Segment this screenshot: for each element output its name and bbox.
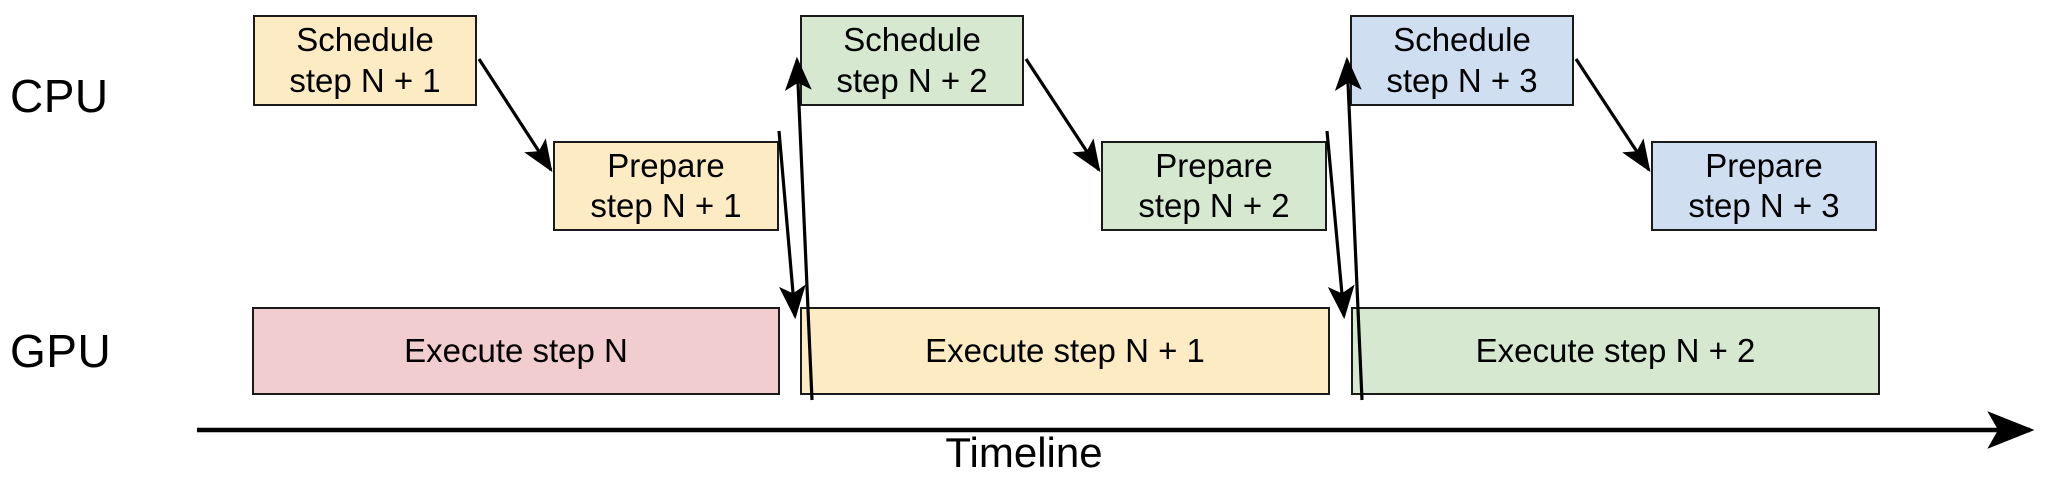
- cpu-task-prepare-n2[interactable]: Prepare step N + 2: [1101, 141, 1327, 231]
- cpu-task-schedule-n3[interactable]: Schedule step N + 3: [1350, 15, 1574, 106]
- cpu-task-schedule-n1[interactable]: Schedule step N + 1: [253, 15, 477, 106]
- connector-prepare-n2-to-execute-n2: [1325, 130, 1355, 320]
- timeline-text: Timeline: [945, 429, 1103, 476]
- task-line-1: Prepare: [1705, 146, 1823, 184]
- bar-label: Execute step N + 1: [925, 332, 1205, 369]
- connector-schedule-n2-to-prepare-n2: [1024, 58, 1101, 173]
- task-line-1: Prepare: [607, 146, 725, 184]
- gpu-row-label: GPU: [10, 325, 112, 377]
- task-line-2: step N + 1: [590, 187, 742, 224]
- gpu-task-execute-n[interactable]: Execute step N: [252, 307, 780, 395]
- task-line-2: step N + 1: [289, 61, 441, 99]
- cpu-row-label: CPU: [10, 70, 109, 122]
- bar-label: Execute step N: [404, 332, 628, 369]
- cpu-task-prepare-n1[interactable]: Prepare step N + 1: [553, 141, 779, 231]
- cpu-task-prepare-n3[interactable]: Prepare step N + 3: [1651, 141, 1877, 231]
- task-line-2: step N + 2: [836, 61, 988, 99]
- task-line-2: step N + 3: [1386, 61, 1538, 99]
- connector-schedule-n3-to-prepare-n3: [1574, 58, 1651, 173]
- cpu-task-schedule-n2[interactable]: Schedule step N + 2: [800, 15, 1024, 106]
- bar-label: Execute step N + 2: [1475, 332, 1756, 369]
- connector-schedule-n1-to-prepare-n1: [477, 58, 553, 173]
- timeline-axis-label: Timeline: [0, 429, 2048, 476]
- task-line-1: Schedule: [843, 21, 981, 59]
- task-line-1: Schedule: [1393, 21, 1531, 59]
- task-line-2: step N + 3: [1688, 187, 1840, 224]
- gpu-task-execute-n2[interactable]: Execute step N + 2: [1351, 307, 1880, 395]
- connector-prepare-n1-to-execute-n1: [777, 130, 806, 320]
- gpu-task-execute-n1[interactable]: Execute step N + 1: [800, 307, 1330, 395]
- task-line-1: Schedule: [296, 21, 434, 59]
- task-line-2: step N + 2: [1138, 187, 1290, 224]
- task-line-1: Prepare: [1155, 146, 1273, 184]
